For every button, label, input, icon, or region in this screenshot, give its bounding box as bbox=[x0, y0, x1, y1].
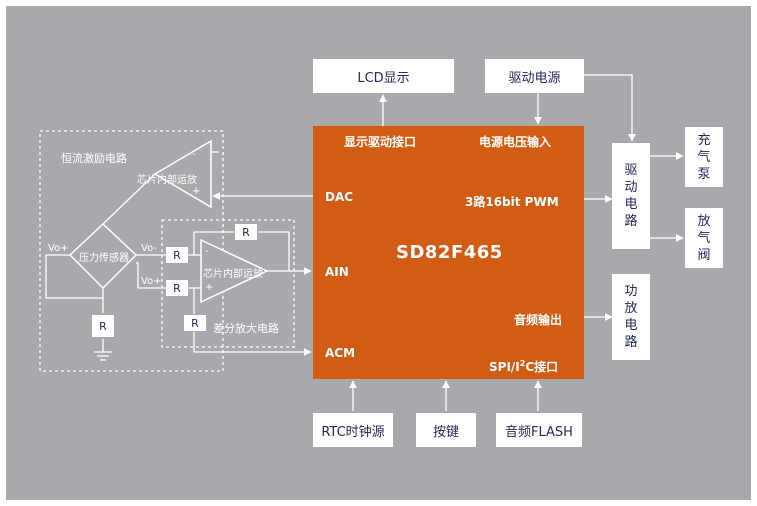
wire-sensor-left-loop bbox=[45, 254, 103, 299]
excitation-opamp-symbol bbox=[153, 139, 212, 209]
sensor-vo-plus-left: Vo+ bbox=[48, 243, 69, 254]
port-pwm: 3路16bit PWM bbox=[465, 195, 559, 209]
wire-power-to-drive bbox=[584, 74, 636, 142]
rtc-block: RTC时钟源 bbox=[313, 413, 393, 447]
sensor-resistor: R bbox=[92, 315, 114, 337]
pressure-sensor-label: 压力传感器 bbox=[79, 253, 129, 264]
amp-circuit-block: 功放电路 bbox=[612, 274, 650, 360]
port-spi-i2c: SPI/I2C接口 bbox=[489, 358, 558, 375]
chip-title: SD82F465 bbox=[396, 242, 503, 263]
keys-block: 按键 bbox=[416, 413, 476, 447]
port-spi-sup: 2 bbox=[519, 359, 526, 368]
port-power-input: 电源电压输入 bbox=[479, 135, 552, 149]
amp-circuit-label: 功放电路 bbox=[624, 284, 638, 350]
excitation-opamp-plus: + bbox=[192, 186, 201, 197]
diff-opamp-symbol bbox=[200, 238, 269, 304]
diff-opamp-label: 芯片内部运放 bbox=[203, 269, 263, 280]
diff-amp-label: 差分放大电路 bbox=[213, 322, 279, 335]
wire-feedback-right bbox=[258, 231, 290, 271]
wire-vo-plus bbox=[136, 262, 166, 289]
drive-circuit-label: 驱动电路 bbox=[624, 163, 638, 229]
wire-opamp-to-sensor bbox=[102, 173, 156, 225]
excitation-circuit-label: 恒流激励电路 bbox=[61, 152, 127, 165]
port-display-interface: 显示驱动接口 bbox=[344, 135, 417, 149]
port-dac: DAC bbox=[325, 190, 354, 204]
excitation-opamp-minus: - bbox=[192, 149, 196, 160]
input-resistor-2: R bbox=[166, 280, 188, 296]
pump-block: 充气泵 bbox=[685, 127, 723, 187]
port-acm: ACM bbox=[325, 346, 356, 360]
wire-feedback-left bbox=[193, 231, 234, 255]
mcu-chip bbox=[313, 126, 584, 379]
valve-label: 放气阀 bbox=[697, 213, 711, 263]
ground-resistor: R bbox=[184, 315, 206, 331]
sensor-vo-minus: Vo- bbox=[141, 243, 157, 254]
port-ain: AIN bbox=[325, 265, 349, 279]
flash-block: 音频FLASH bbox=[496, 413, 582, 447]
input-resistor-1: R bbox=[166, 247, 188, 263]
pump-label: 充气泵 bbox=[697, 132, 711, 182]
sensor-vo-plus-right: Vo+ bbox=[141, 276, 162, 287]
diff-opamp-plus: + bbox=[205, 282, 214, 293]
diff-amp-dashed-border bbox=[161, 219, 295, 348]
valve-block: 放气阀 bbox=[685, 208, 723, 268]
wire-to-acm bbox=[193, 332, 312, 356]
port-audio-out: 音频输出 bbox=[514, 313, 563, 327]
port-spi-prefix: SPI/I bbox=[489, 360, 520, 374]
diff-opamp-minus: - bbox=[205, 246, 209, 257]
port-spi-suffix: C接口 bbox=[525, 360, 559, 374]
drive-circuit-block: 驱动电路 bbox=[612, 143, 650, 249]
feedback-resistor: R bbox=[235, 224, 257, 240]
lcd-display-block: LCD显示 bbox=[313, 59, 454, 93]
drive-power-block: 驱动电源 bbox=[485, 59, 584, 93]
excitation-opamp-label: 芯片内部运放 bbox=[137, 175, 197, 186]
